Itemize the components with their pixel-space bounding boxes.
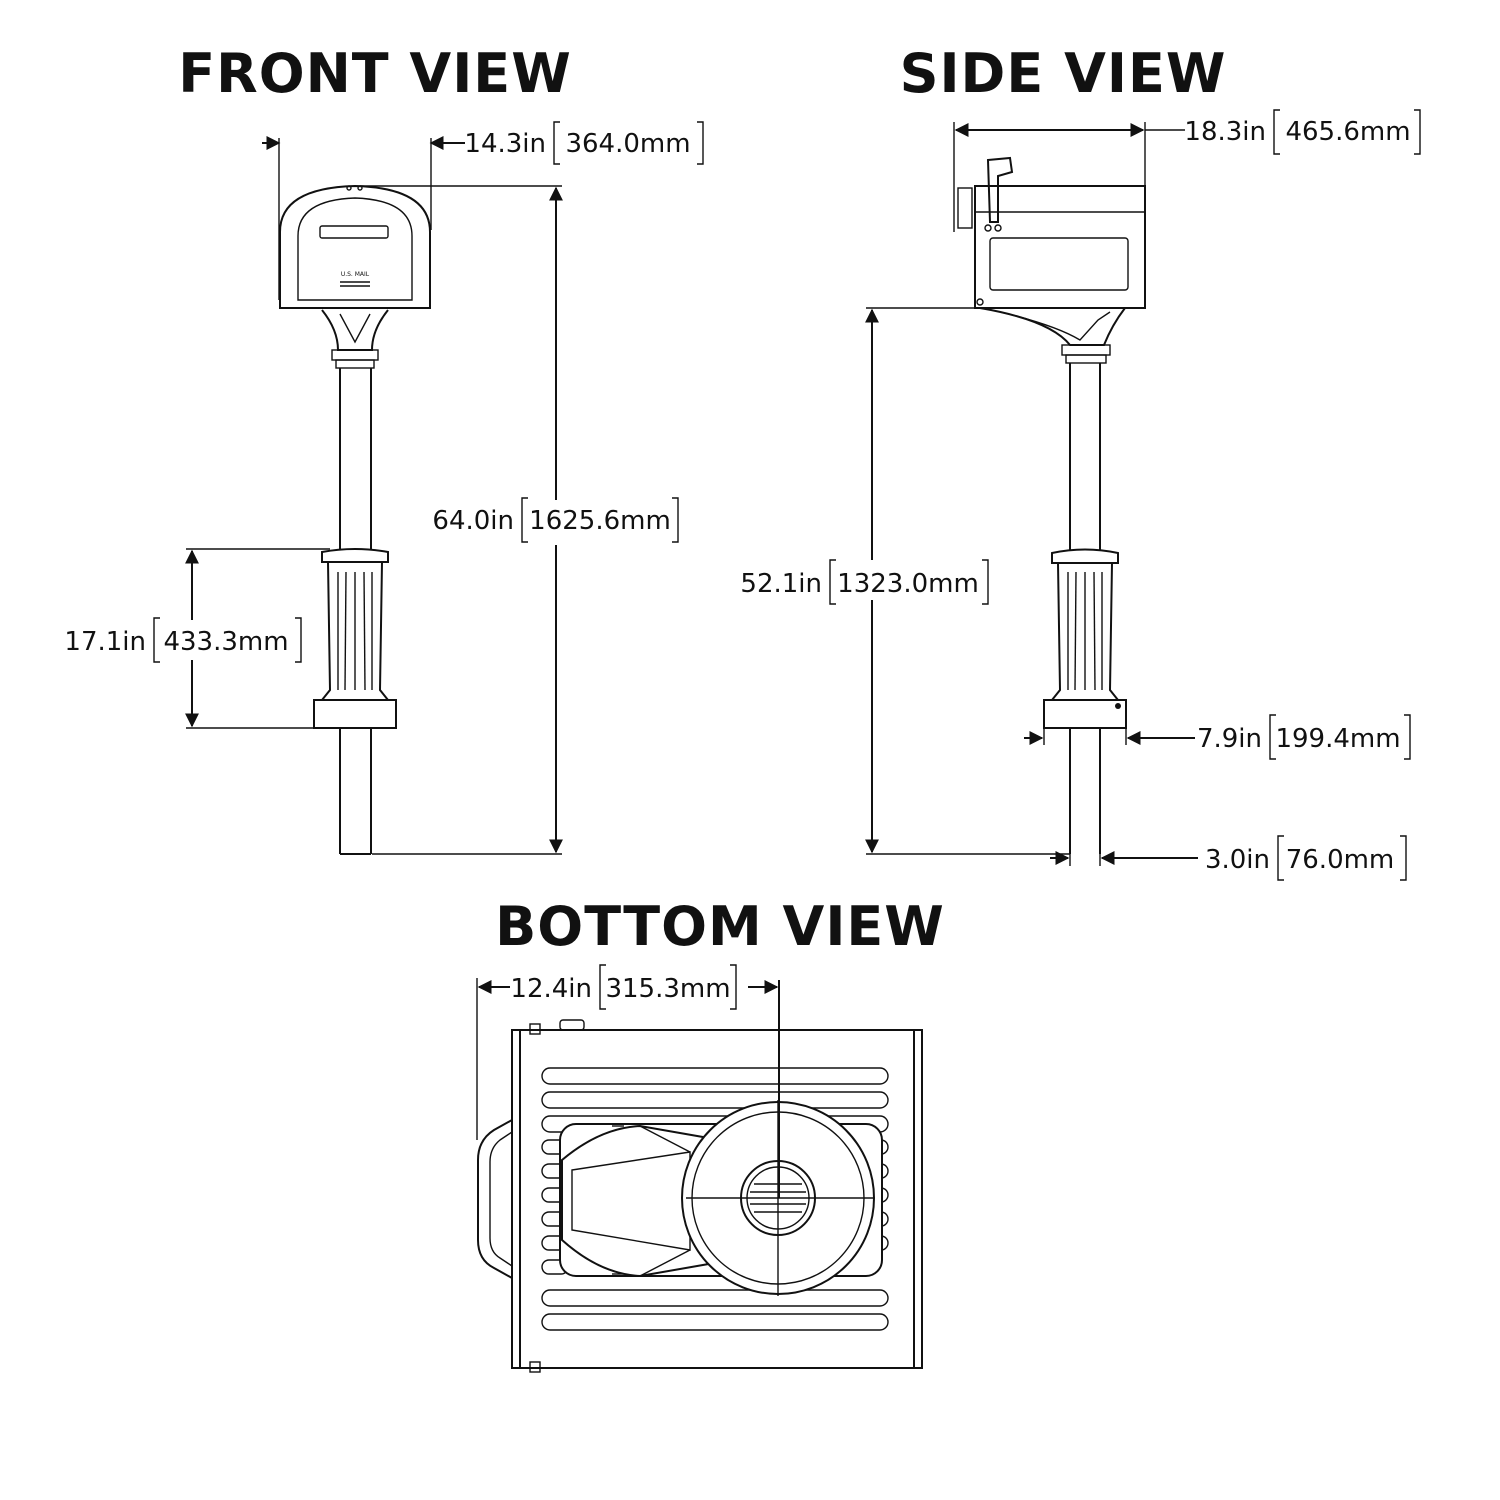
side-view-title: SIDE VIEW [900, 42, 1227, 105]
bottom-offset-label: 12.4in 315.3mm [510, 964, 737, 1010]
side-depth-in: 18.3in [1184, 117, 1266, 147]
bottom-view-title: BOTTOM VIEW [495, 895, 945, 958]
side-depth-label: 18.3in 465.6mm [1184, 109, 1421, 155]
front-height-in: 64.0in [432, 506, 514, 536]
side-height-label: 52.1in 1323.0mm [740, 559, 989, 605]
front-width-mm: 364.0mm [565, 129, 690, 159]
bottom-offset-in: 12.4in [510, 974, 592, 1004]
side-base-width-label: 7.9in 199.4mm [1197, 714, 1411, 760]
side-depth-mm: 465.6mm [1285, 117, 1410, 147]
front-dimension-lines [185, 136, 563, 855]
front-view-mailbox: U.S. MAIL [279, 184, 431, 855]
door-label: U.S. MAIL [341, 271, 370, 278]
side-base-width-in: 7.9in [1197, 724, 1262, 754]
side-dimension-lines [865, 122, 1198, 866]
bottom-offset-mm: 315.3mm [605, 974, 730, 1004]
side-height-in: 52.1in [740, 569, 822, 599]
side-base-width-mm: 199.4mm [1275, 724, 1400, 754]
side-height-mm: 1323.0mm [837, 569, 979, 599]
front-height-label: 64.0in 1625.6mm [432, 497, 679, 543]
bottom-dimension-lines [476, 978, 780, 1198]
front-width-in: 14.3in [464, 129, 546, 159]
front-height-mm: 1625.6mm [529, 506, 671, 536]
front-base-mm: 433.3mm [163, 627, 288, 657]
front-width-label: 14.3in 364.0mm [464, 121, 704, 165]
front-base-in: 17.1in [64, 627, 146, 657]
side-post-width-in: 3.0in [1205, 845, 1270, 875]
side-view-mailbox [957, 156, 1146, 854]
front-base-label: 17.1in 433.3mm [64, 617, 302, 663]
side-post-width-mm: 76.0mm [1286, 845, 1395, 875]
side-post-width-label: 3.0in 76.0mm [1205, 835, 1407, 881]
front-view-title: FRONT VIEW [178, 42, 572, 105]
bottom-view-mailbox [477, 1019, 923, 1373]
